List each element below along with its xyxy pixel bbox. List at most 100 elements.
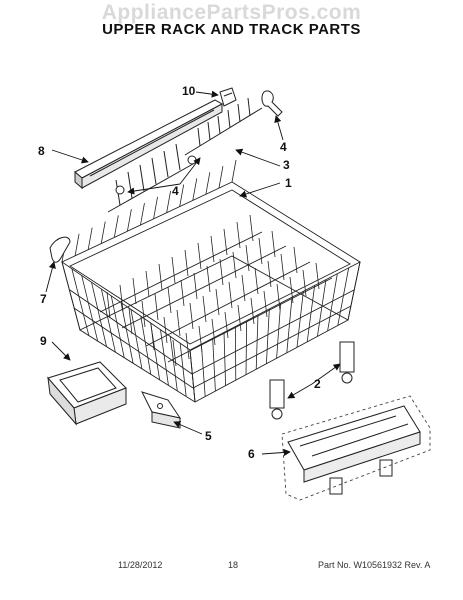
rack-tine [254, 267, 259, 295]
rack-tine [286, 297, 293, 353]
rack-tine [302, 269, 307, 297]
rack-tine [110, 295, 125, 358]
callout-2: 2 [314, 377, 321, 391]
rack-tine [184, 249, 189, 277]
rack-tine [189, 349, 196, 403]
rack-tine [223, 228, 228, 256]
rack-tine [150, 323, 155, 351]
rack-tine [276, 303, 282, 359]
footer-page-number: 18 [228, 560, 239, 570]
rack-tine [171, 256, 176, 284]
rack-tine [100, 221, 106, 244]
rack-tine [163, 316, 168, 344]
footer-part-number: Part No. W10561932 Rev. A [318, 560, 431, 570]
rack-tine [276, 283, 281, 311]
rack-tine [211, 318, 216, 346]
rack-tine [250, 297, 255, 325]
rack-tine [140, 316, 152, 375]
rack-tine [337, 267, 350, 326]
rack-tine [317, 279, 327, 337]
rack-tine [193, 272, 198, 300]
callout-1: 1 [285, 176, 292, 190]
rack-tine [255, 314, 259, 370]
cup-shelf-outline [281, 395, 431, 501]
rack-tine [271, 230, 276, 258]
rack-tine [100, 288, 116, 353]
rack-tine [237, 304, 242, 332]
rack-tine [212, 338, 216, 392]
rack-tine [232, 251, 237, 279]
rack-tine [145, 270, 150, 298]
leader-lines [45, 90, 341, 457]
rack-tine [306, 285, 316, 342]
rack-tine [128, 307, 133, 335]
footer-date: 11/28/2012 [118, 560, 163, 570]
rack-tine [202, 295, 207, 323]
callout-8: 8 [38, 144, 45, 158]
rack-tine [153, 196, 158, 219]
rack-tine [192, 178, 198, 201]
wheel-adjuster-part-a [339, 341, 355, 384]
rack-tine [200, 344, 206, 397]
callout-6: 6 [248, 447, 255, 461]
rack-tine [218, 166, 224, 189]
rack-tine [267, 260, 272, 288]
rack-tine [167, 286, 172, 314]
page-title: UPPER RACK AND TRACK PARTS [102, 21, 361, 38]
rack-tine [315, 262, 320, 290]
rack-tine [140, 203, 145, 226]
rack-tine [296, 291, 304, 348]
rack-tine [258, 237, 263, 265]
callout-3: 3 [283, 158, 290, 172]
end-clip-part [219, 87, 237, 107]
callout-7: 7 [40, 292, 47, 306]
rack-tine [198, 325, 203, 353]
rack-tine [289, 276, 294, 304]
tine-row-part [184, 97, 263, 156]
rack-tine [132, 277, 137, 305]
clip-part-upper [261, 90, 283, 117]
rack-tine [176, 309, 181, 337]
rack-tine [180, 279, 185, 307]
rack-tine [249, 214, 254, 242]
rack-tine [141, 300, 146, 328]
rack-tine [130, 309, 143, 369]
rack-tines [61, 159, 361, 403]
rack-tine [61, 261, 81, 331]
rack-tine [280, 253, 285, 281]
dispenser-part [47, 361, 127, 426]
rack-tine [120, 302, 134, 364]
rack-tine [205, 172, 211, 195]
rack-tine [263, 290, 268, 318]
rack-tine [197, 242, 202, 270]
rack-tine [236, 221, 241, 249]
adjuster-part [141, 391, 182, 429]
callout-4-upper: 4 [280, 140, 287, 154]
rack-tine [179, 343, 187, 397]
rack-tine [219, 258, 224, 286]
rack-tine [210, 235, 215, 263]
rack-tine [106, 291, 111, 319]
rack-tine [223, 332, 226, 386]
callout-10: 10 [182, 84, 196, 98]
rack-tine [231, 159, 237, 183]
rack-tine [87, 227, 93, 250]
stop-bumper-part [49, 236, 71, 263]
callout-4-lower: 4 [172, 184, 179, 198]
rack-tine [172, 339, 177, 367]
rack-tine [154, 293, 159, 321]
callout-9: 9 [40, 334, 47, 348]
rack-tine [160, 329, 169, 386]
watermark: AppliancePartsPros.com [101, 1, 362, 24]
rack-tine [113, 215, 119, 238]
rack-tine [224, 311, 229, 339]
rack-tine [189, 302, 194, 330]
rack-tine [266, 308, 270, 364]
rack-tine [327, 273, 338, 332]
wheel-adjuster-part-b [269, 379, 285, 420]
callout-5: 5 [205, 429, 212, 443]
rack-tine [169, 336, 178, 391]
rack-tine [241, 274, 246, 302]
rack-tine [245, 320, 248, 375]
